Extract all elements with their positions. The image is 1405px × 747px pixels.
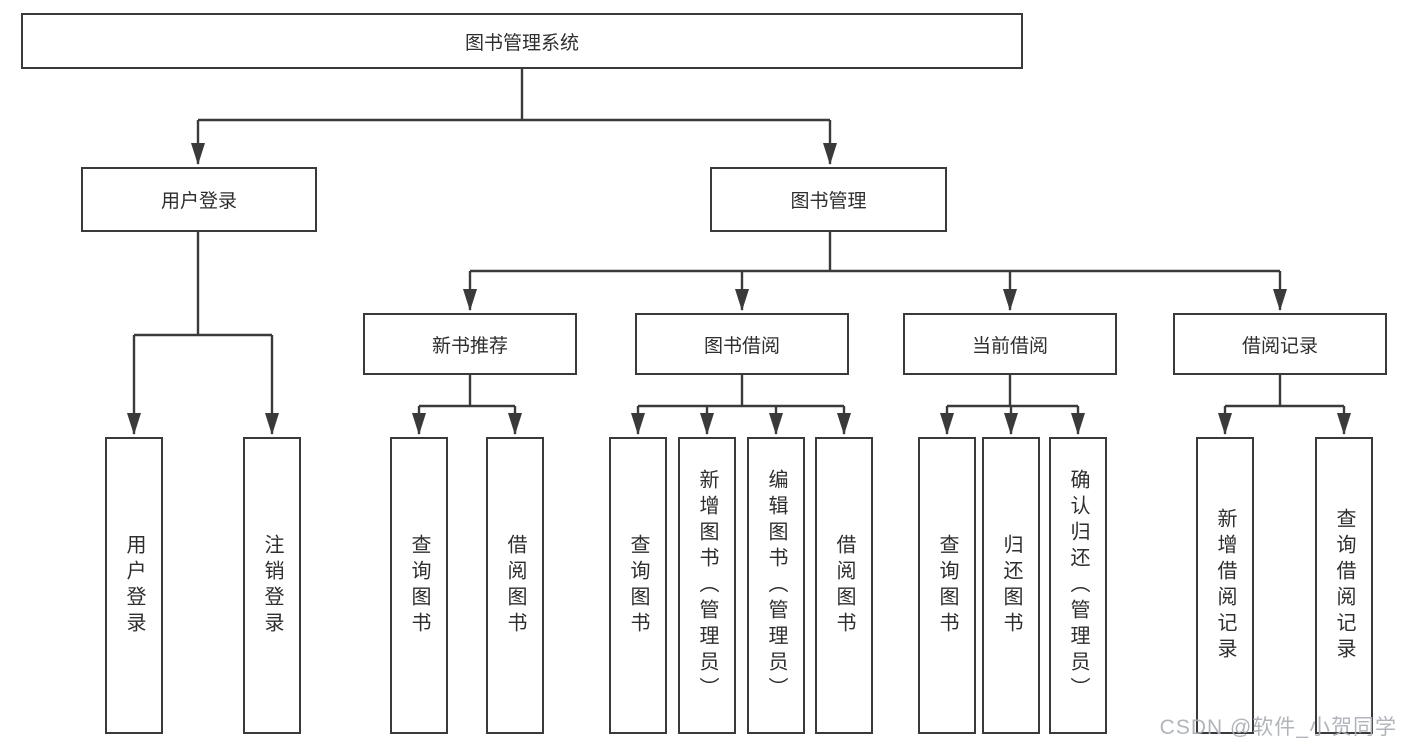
leaf-recommend-borrow-books: 借阅图书 [486,437,544,734]
leaf-recommend-query-books: 查询图书 [390,437,448,734]
node-book-management: 图书管理 [710,167,947,232]
node-borrow-records: 借阅记录 [1173,313,1387,375]
node-book-borrow: 图书借阅 [635,313,849,375]
leaf-user-login: 用户登录 [105,437,163,734]
leaf-current-query-books: 查询图书 [918,437,976,734]
leaf-borrow-query-books: 查询图书 [609,437,667,734]
node-new-book-recommend: 新书推荐 [363,313,577,375]
leaf-borrow-add-books-admin: 新增图书（管理员） [678,437,736,734]
node-user-login: 用户登录 [81,167,317,232]
node-library-system-root: 图书管理系统 [21,13,1023,69]
node-current-borrow: 当前借阅 [903,313,1117,375]
csdn-watermark: CSDN @软件_小贺同学 [1159,716,1397,739]
leaf-records-add-record: 新增借阅记录 [1196,437,1254,734]
leaf-borrow-edit-books-admin: 编辑图书（管理员） [747,437,805,734]
leaf-logout: 注销登录 [243,437,301,734]
leaf-borrow-borrow-books: 借阅图书 [815,437,873,734]
leaf-records-query-record: 查询借阅记录 [1315,437,1373,734]
leaf-current-confirm-return-admin: 确认归还（管理员） [1049,437,1107,734]
leaf-current-return-books: 归还图书 [982,437,1040,734]
